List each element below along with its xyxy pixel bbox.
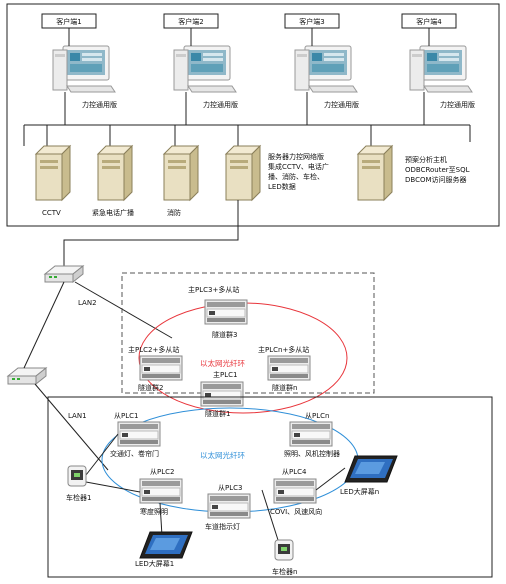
main-server-icon: [225, 145, 261, 201]
plc-group-3: 主PLC3+多从站 隧道群3: [188, 285, 248, 339]
client-2-software: 力控通用版: [203, 100, 238, 109]
client-3-name: 客户端3: [299, 17, 324, 26]
slave-plc-4-icon: [273, 478, 317, 504]
switch-lan2-icon: [44, 265, 84, 283]
main-server-label: 服务器力控网络版 集成CCTV、电话广 播、消防、车检、 LED数据: [268, 152, 329, 191]
svg-text:寒度照明: 寒度照明: [140, 507, 168, 516]
plc-2-icon: [139, 355, 183, 381]
svg-text:主PLC3+多从站: 主PLC3+多从站: [188, 285, 239, 294]
svg-text:隧道群1: 隧道群1: [205, 409, 230, 418]
peripheral-links: [85, 433, 346, 541]
slave-plc-3: 从PLC3 车道指示灯: [205, 484, 251, 531]
analysis-server-icon: [357, 145, 393, 201]
plc-3-icon: [204, 299, 248, 325]
svg-text:隧道群2: 隧道群2: [138, 383, 163, 392]
client-1-name: 客户端1: [56, 17, 81, 26]
led-screen-1-icon: [139, 531, 193, 559]
svg-text:预案分析主机: 预案分析主机: [405, 155, 447, 164]
slave-plc-n-icon: [289, 421, 333, 447]
led-screen-n-label: LED大屏幕n: [340, 487, 379, 496]
svg-text:从PLC4: 从PLC4: [282, 468, 307, 476]
slave-plc-1: 从PLC1 交通灯、卷帘门: [110, 412, 161, 458]
broadcast-server-icon: [97, 145, 133, 201]
client-2: 客户端2 力控通用版: [163, 13, 238, 109]
lan1-label: LAN1: [68, 412, 87, 420]
svg-text:交通灯、卷帘门: 交通灯、卷帘门: [110, 449, 159, 458]
vehicle-detector-1-label: 车检器1: [66, 493, 91, 502]
svg-text:从PLC3: 从PLC3: [218, 484, 242, 492]
svg-text:COVI、风速风向: COVI、风速风向: [270, 507, 322, 516]
fire-label: 消防: [167, 208, 181, 217]
svg-text:DBCOM访问服务器: DBCOM访问服务器: [405, 175, 467, 184]
client-2-pc-icon: [173, 45, 237, 93]
broadcast-label: 紧急电话广播: [92, 208, 134, 217]
svg-text:隧道群3: 隧道群3: [212, 330, 237, 339]
client-4-name: 客户端4: [416, 17, 442, 26]
svg-text:照明、风机控制器: 照明、风机控制器: [284, 449, 340, 458]
plc-main-icon: [200, 381, 244, 407]
switch-lan1-icon: [7, 367, 47, 385]
vehicle-detector-n-label: 车检器n: [272, 567, 297, 576]
svg-text:主PLC2+多从站: 主PLC2+多从站: [128, 345, 179, 354]
svg-text:从PLCn: 从PLCn: [305, 412, 329, 420]
lower-ring-box: [47, 396, 493, 578]
slave-plc-4: 从PLC4 COVI、风速风向: [270, 468, 322, 516]
switch-link: [23, 281, 65, 369]
lower-ring-label: 以太网光纤环: [200, 450, 245, 460]
slave-plc-n: 从PLCn 照明、风机控制器: [284, 412, 340, 458]
svg-text:ODBCRouter至SQL: ODBCRouter至SQL: [405, 166, 470, 174]
client-1-pc-icon: [52, 45, 116, 93]
cctv-server-icon: [35, 145, 71, 201]
client-3-software: 力控通用版: [324, 100, 359, 109]
svg-text:从PLC1: 从PLC1: [114, 412, 138, 420]
analysis-server-label: 预案分析主机 ODBCRouter至SQL DBCOM访问服务器: [405, 155, 470, 184]
client-1-software: 力控通用版: [82, 100, 117, 109]
top-frame: [6, 3, 500, 227]
plc-n-icon: [267, 355, 311, 381]
led-screen-n-icon: [344, 455, 398, 483]
svg-text:主PLCn+多从站: 主PLCn+多从站: [258, 345, 309, 354]
client-3: 客户端3 力控通用版: [284, 13, 359, 109]
client-4: 客户端4 力控通用版: [401, 13, 475, 109]
vehicle-detector-1-icon: [67, 465, 87, 487]
cctv-label: CCTV: [42, 209, 61, 217]
svg-text:主PLC1: 主PLC1: [213, 370, 237, 379]
svg-text:隧道群n: 隧道群n: [272, 383, 297, 392]
client-1: 客户端1 力控通用版: [41, 13, 117, 109]
svg-text:LED数据: LED数据: [268, 182, 296, 191]
lan2-label: LAN2: [78, 299, 97, 307]
slave-plc-2: 从PLC2 寒度照明: [139, 468, 183, 516]
server-uplink: [63, 200, 239, 268]
vehicle-detector-n-icon: [274, 539, 294, 561]
lan2-link: [74, 281, 173, 339]
client-4-pc-icon: [409, 45, 473, 93]
svg-text:从PLC2: 从PLC2: [150, 468, 174, 476]
client-4-software: 力控通用版: [440, 100, 475, 109]
client-2-name: 客户端2: [178, 17, 203, 26]
plc-group-2: 主PLC2+多从站 隧道群2: [128, 345, 183, 392]
plc-main: 主PLC1 隧道群1: [200, 370, 244, 418]
svg-text:服务器力控网络版: 服务器力控网络版: [268, 152, 324, 161]
lan1-link: [34, 383, 109, 471]
slave-plc-1-icon: [117, 421, 161, 447]
led-screen-1-label: LED大屏幕1: [135, 559, 174, 568]
plc-group-n: 主PLCn+多从站 隧道群n: [258, 345, 311, 392]
svg-text:播、消防、车检、: 播、消防、车检、: [268, 172, 324, 181]
client-3-pc-icon: [294, 45, 358, 93]
fire-server-icon: [163, 145, 199, 201]
svg-text:集成CCTV、电话广: 集成CCTV、电话广: [268, 162, 329, 171]
upper-ring-box: [121, 272, 375, 394]
slave-plc-3-icon: [207, 493, 251, 519]
svg-text:车道指示灯: 车道指示灯: [205, 522, 240, 531]
slave-plc-2-icon: [139, 478, 183, 504]
upper-ring-label: 以太网光纤环: [200, 358, 245, 368]
